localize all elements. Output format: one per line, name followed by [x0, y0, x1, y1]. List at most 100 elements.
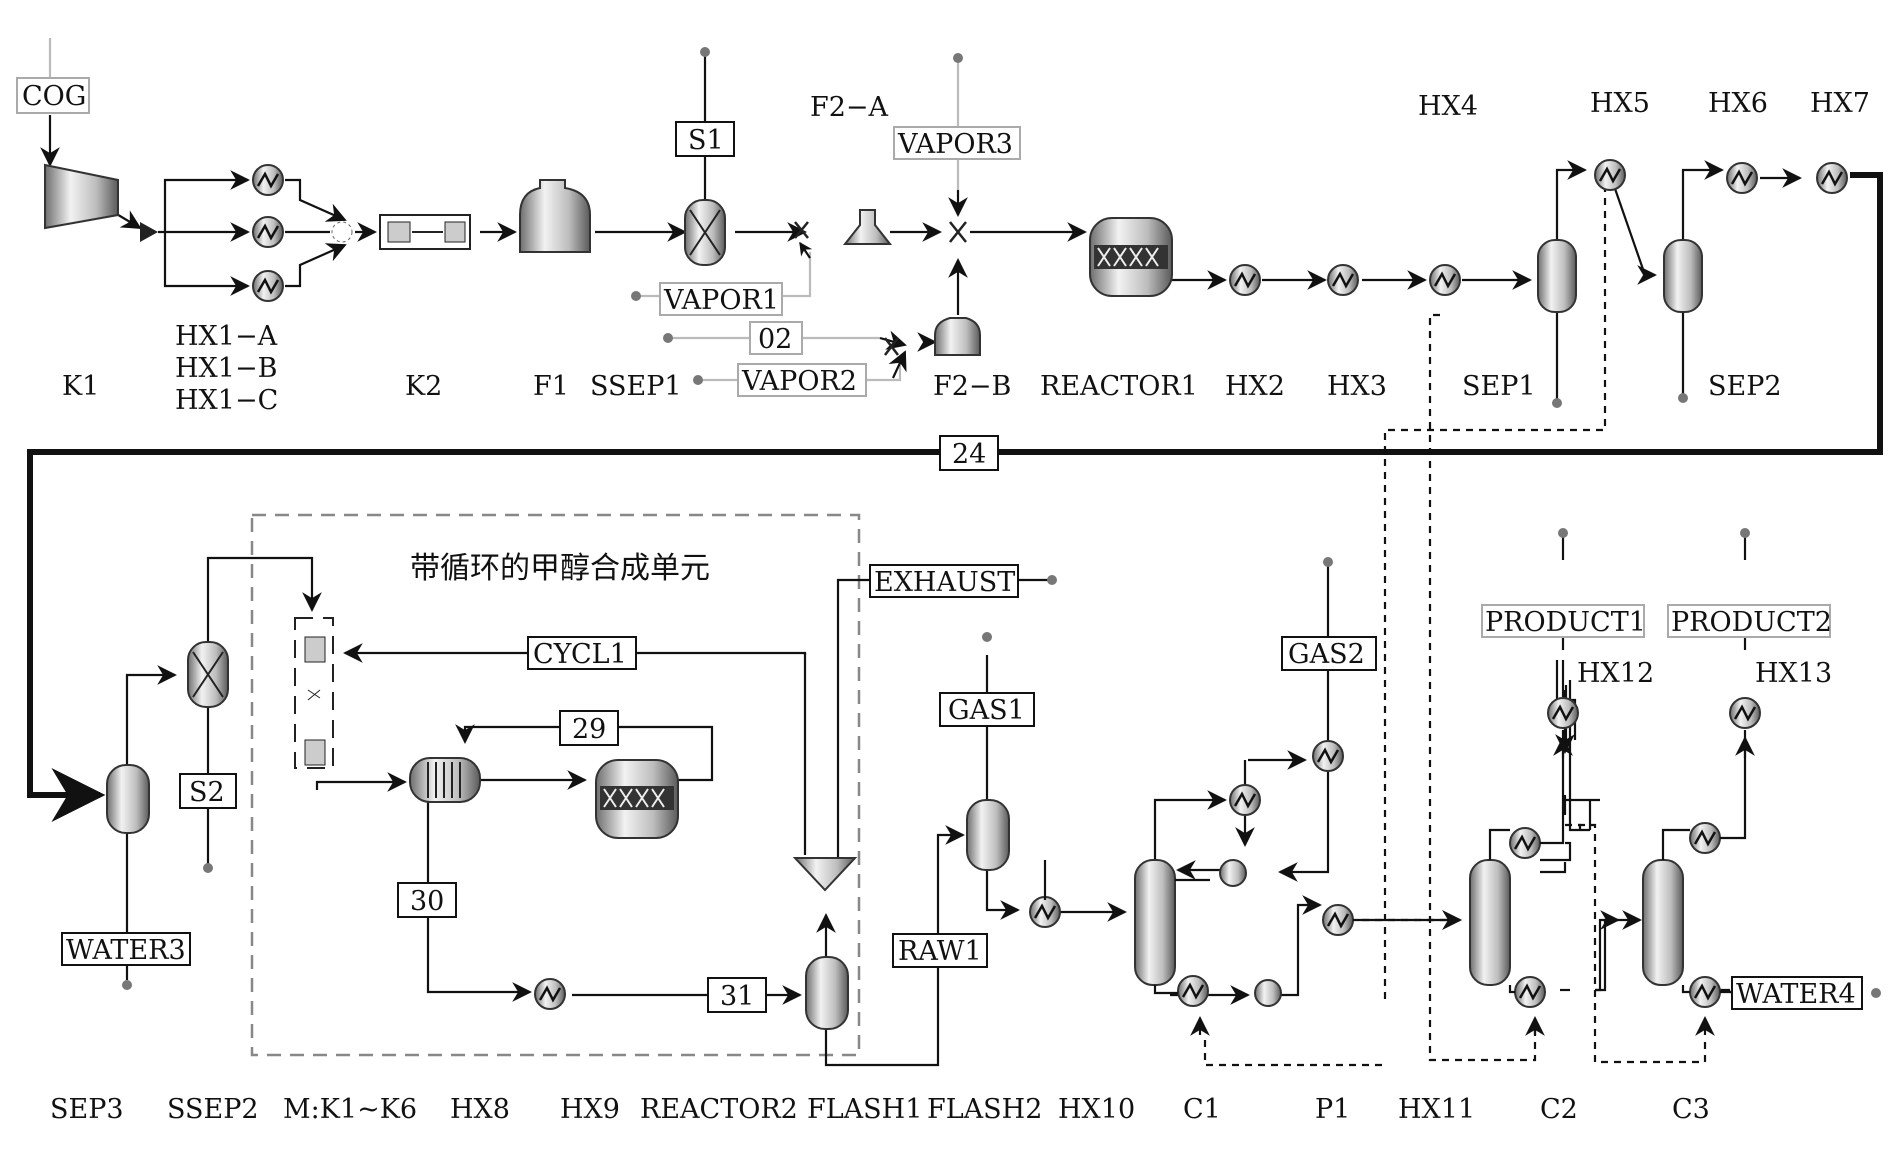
vessel-icon [187, 641, 229, 708]
heat-exchanger-icon [1176, 974, 1210, 1008]
vessel-icon [966, 799, 1010, 871]
label-HX1A: HX1−A [175, 321, 278, 352]
compressor-icon [379, 214, 471, 250]
stream-WATER4: WATER4 [1731, 976, 1863, 1010]
splitter-icon [792, 857, 858, 892]
label-HX9: HX9 [560, 1094, 620, 1125]
heat-exchanger-icon [1228, 263, 1262, 297]
stream-GAS1: GAS1 [939, 692, 1035, 727]
column-icon [1469, 859, 1511, 986]
label-HX13: HX13 [1755, 658, 1832, 689]
label-C3: C3 [1672, 1094, 1710, 1125]
stream-31: 31 [707, 977, 767, 1013]
svg-text:RAW1: RAW1 [898, 936, 982, 967]
label-SEP3: SEP3 [50, 1094, 124, 1125]
stream-PRODUCT1: PRODUCT1 [1481, 604, 1646, 638]
svg-text:PRODUCT1: PRODUCT1 [1485, 607, 1646, 638]
label-HX7: HX7 [1810, 88, 1870, 119]
svg-text:VAPOR1: VAPOR1 [663, 285, 779, 316]
svg-text:24: 24 [952, 439, 986, 470]
pump-icon [1254, 979, 1282, 1007]
methanol-loop-title: 带循环的甲醇合成单元 [410, 551, 710, 586]
label-HX11: HX11 [1398, 1094, 1475, 1125]
label-SEP2: SEP2 [1708, 371, 1782, 402]
vessel-icon [1537, 239, 1577, 313]
label-K1: K1 [62, 371, 99, 402]
label-F2A: F2−A [810, 92, 889, 123]
svg-text:WATER3: WATER3 [66, 935, 186, 966]
svg-text:WATER4: WATER4 [1736, 979, 1856, 1010]
stream-RAW1: RAW1 [892, 933, 988, 968]
label-C2: C2 [1540, 1094, 1578, 1125]
label-HX3: HX3 [1327, 371, 1387, 402]
label-REACTOR2: REACTOR2 [640, 1094, 798, 1125]
label-FLASH1: FLASH1 [807, 1094, 922, 1125]
vessel-icon [684, 47, 726, 266]
vessel-icon [805, 956, 849, 1030]
label-MK: M:K1~K6 [283, 1094, 417, 1125]
heat-exchanger-icon [251, 215, 285, 249]
label-HX10: HX10 [1058, 1094, 1135, 1125]
svg-text:CYCL1: CYCL1 [533, 639, 627, 670]
label-HX4: HX4 [1418, 91, 1478, 122]
heat-exchanger-icon [251, 163, 285, 197]
svg-text:COG: COG [22, 81, 86, 112]
stream-30: 30 [397, 882, 457, 918]
valve-icon [140, 222, 158, 242]
label-HX6: HX6 [1708, 88, 1768, 119]
svg-text:30: 30 [410, 886, 444, 917]
stream-CYCL1: CYCL1 [527, 636, 637, 670]
label-F1: F1 [533, 371, 569, 402]
svg-text:S2: S2 [189, 777, 225, 808]
svg-text:EXHAUST: EXHAUST [874, 567, 1015, 598]
heat-exchanger-icon [1028, 895, 1062, 929]
heat-exchanger-icon [1321, 903, 1355, 937]
mixer-icon [331, 221, 353, 243]
pump-icon [1219, 859, 1247, 887]
stream-S1: S1 [675, 121, 735, 157]
heat-exchanger-icon [1326, 263, 1360, 297]
label-HX1B: HX1−B [175, 353, 277, 384]
stream-COG: COG [16, 77, 90, 114]
heat-exchanger-icon [409, 757, 481, 803]
heat-exchanger-icon [1546, 696, 1580, 730]
heat-exchanger-icon [1428, 263, 1462, 297]
label-FLASH2: FLASH2 [927, 1094, 1042, 1125]
vessel-icon [106, 764, 150, 834]
label-HX2: HX2 [1225, 371, 1285, 402]
methanol-loop-boundary [250, 513, 861, 1057]
label-F2B: F2−B [933, 371, 1011, 402]
svg-text:VAPOR2: VAPOR2 [741, 366, 857, 397]
label-SSEP2: SSEP2 [167, 1094, 259, 1125]
svg-text:31: 31 [720, 981, 754, 1012]
stream-VAPOR2: VAPOR2 [737, 363, 867, 397]
svg-text:GAS2: GAS2 [1288, 639, 1365, 670]
heat-exchanger-icon [1725, 161, 1759, 195]
vessel-icon [934, 317, 981, 356]
heat-exchanger-icon [251, 269, 285, 303]
reactor-icon [595, 759, 679, 839]
vessel-icon [519, 179, 591, 253]
label-HX1C: HX1−C [175, 385, 278, 416]
heat-exchanger-icon [1728, 696, 1762, 730]
heat-exchanger-icon [1688, 821, 1722, 855]
heat-exchanger-icon [1508, 826, 1542, 860]
stream-VAPOR1: VAPOR1 [659, 282, 783, 316]
compressor-icon [44, 163, 119, 230]
stream-WATER3: WATER3 [61, 932, 191, 966]
mixer-icon [949, 221, 967, 243]
heat-exchanger-icon [1513, 975, 1547, 1009]
stream-29: 29 [559, 710, 619, 746]
label-REACTOR1: REACTOR1 [1040, 371, 1198, 402]
vessel-icon [842, 209, 893, 245]
stream-24: 24 [939, 435, 999, 471]
stream-VAPOR3: VAPOR3 [893, 126, 1021, 160]
heat-exchanger-icon [1815, 161, 1849, 195]
reactor-icon [1089, 217, 1173, 297]
label-K2: K2 [405, 371, 442, 402]
mixer-icon [884, 337, 899, 356]
vessel-icon [1663, 239, 1703, 313]
heat-exchanger-icon [1311, 739, 1345, 773]
svg-text:PRODUCT2: PRODUCT2 [1671, 607, 1832, 638]
